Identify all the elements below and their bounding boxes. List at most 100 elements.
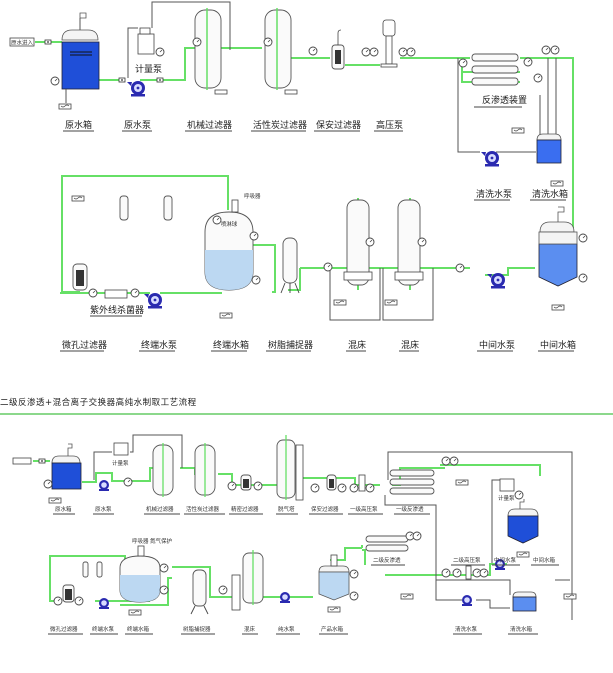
pipe-b-ro1-reject [387,451,573,620]
drain-icon [550,180,564,187]
b-product-tank [318,554,350,601]
drain-icon [71,195,85,202]
gauge-icon [43,479,53,489]
gauge-icon [550,45,560,55]
b-label-raw-tank: 原水箱 [55,505,72,513]
gauge-icon [349,569,359,579]
gauge-icon [88,288,98,298]
b-label-pure-pump: 纯水泵 [278,625,295,633]
uv-sterilizer [104,289,128,299]
ro-membranes [471,53,519,86]
b-ro-stage-1 [389,469,435,495]
b-middle-tank [507,499,539,544]
b-label-mech-filter: 机械过滤器 [146,505,174,513]
drain-icon [333,299,347,306]
gauge-icon [523,57,533,67]
gauge-icon [349,591,359,601]
end-water-tank [204,199,254,291]
drain-icon [563,593,577,600]
b-carbon-filter [194,443,216,497]
b-label-hp-pump-2: 二级高压泵 [453,556,481,564]
b-cartridge-1 [82,561,89,578]
drain-icon [128,609,142,616]
b-label-carbon-filter: 活性炭过滤器 [186,505,220,513]
gauge-icon [159,563,169,573]
b-label-ro-1: 一级反渗透 [396,505,424,513]
b-resin-trap [190,569,209,615]
gauge-icon [227,481,237,491]
label-clean-tank: 清洗水箱 [532,188,568,200]
drain-icon [455,479,469,486]
level-flag-icon [79,12,87,19]
metering-pump-label: 计量泵 [135,63,162,75]
b-raw-water-tank [51,443,82,490]
raw-tank-drain-icon [58,103,72,110]
bottom-equipment-labels: 原水箱 原水泵 机械过滤器 活性炭过滤器 精密过滤器 脱气塔 保安过滤器 一级高… [48,505,559,635]
b-clean-tank [512,591,537,612]
gauge-icon [251,275,261,285]
valve-icon [38,458,46,464]
b-label-security-filter: 保安过滤器 [311,505,339,513]
b-label-micro-filter: 微孔过滤器 [50,625,78,633]
pipe-clean-tank-lines [539,58,557,135]
gauge-icon [417,237,427,247]
b-label-product-tank: 产品水箱 [321,625,344,633]
b-label-clean-tank: 清洗水箱 [510,625,533,633]
b-label-mid-pump: 中间水泵 [494,556,517,564]
b-label-ro-2: 二级反渗透 [373,556,401,564]
label-hp-pump: 高压泵 [376,119,403,131]
level-flag-icon [67,443,73,456]
b-cartridge-2 [96,561,103,578]
resin-trap [280,237,300,294]
drain-icon [219,312,233,319]
pipe-b-clean-lines [435,579,570,609]
gauge-icon [123,477,133,487]
pipe-b-ro2-to-product [330,547,362,561]
gauge-icon [365,483,375,493]
gauge-icon [514,490,524,500]
label-carbon-filter: 活性炭过滤器 [253,119,307,131]
gauge-icon [308,46,318,56]
b-degasser [276,435,304,501]
middle-pump-icon [487,273,505,289]
b-metering-pump-label-2: 计量泵 [498,494,515,502]
gauge-icon [578,233,588,243]
label-raw-tank: 原水箱 [65,119,92,131]
gauge-icon [53,596,63,606]
cleaning-pump-icon [481,151,499,167]
label-mech-filter: 机械过滤器 [187,119,232,131]
gauge-icon [365,237,375,247]
label-ro-unit: 反渗透装置 [482,94,527,106]
gauge-icon [212,215,222,225]
gauge-icon [310,483,320,493]
b-label-mixed-bed: 混床 [244,625,256,633]
pipe-bed-loop [288,268,301,291]
inlet-tag-b [12,457,32,465]
b-label-resin-trap: 树脂捕捉器 [183,625,211,633]
cleaning-tank [536,133,562,164]
high-pressure-pump [380,19,398,68]
drain-icon [516,551,530,558]
b-security-filter [326,474,337,491]
gauge-icon [369,47,379,57]
b-mixed-bed [231,550,264,611]
b-end-tank [119,545,161,603]
breather-label: 呼吸器 [244,193,261,200]
middle-water-tank [538,206,578,287]
label-micro-filter: 微孔过滤器 [62,339,107,351]
b-metering-pump [113,442,129,456]
b-clean-pump-icon [462,595,472,606]
drain-icon [511,127,525,134]
gauge-icon [74,596,84,606]
level-flag-icon [519,499,525,509]
pipe-b-dosing-2 [491,479,500,563]
b-label-mid-tank: 中间水箱 [533,556,556,564]
pipe-b-ro2-in [361,545,366,565]
drain-icon [48,497,62,504]
b-hp-pump-1 [358,474,366,492]
b-label-degasser: 脱气塔 [278,505,295,513]
gauge-icon [441,568,451,578]
b-raw-pump-icon [99,480,109,491]
uv-sterilizer-label: 紫外线杀菌器 [90,304,144,316]
gauge-icon [458,58,468,68]
